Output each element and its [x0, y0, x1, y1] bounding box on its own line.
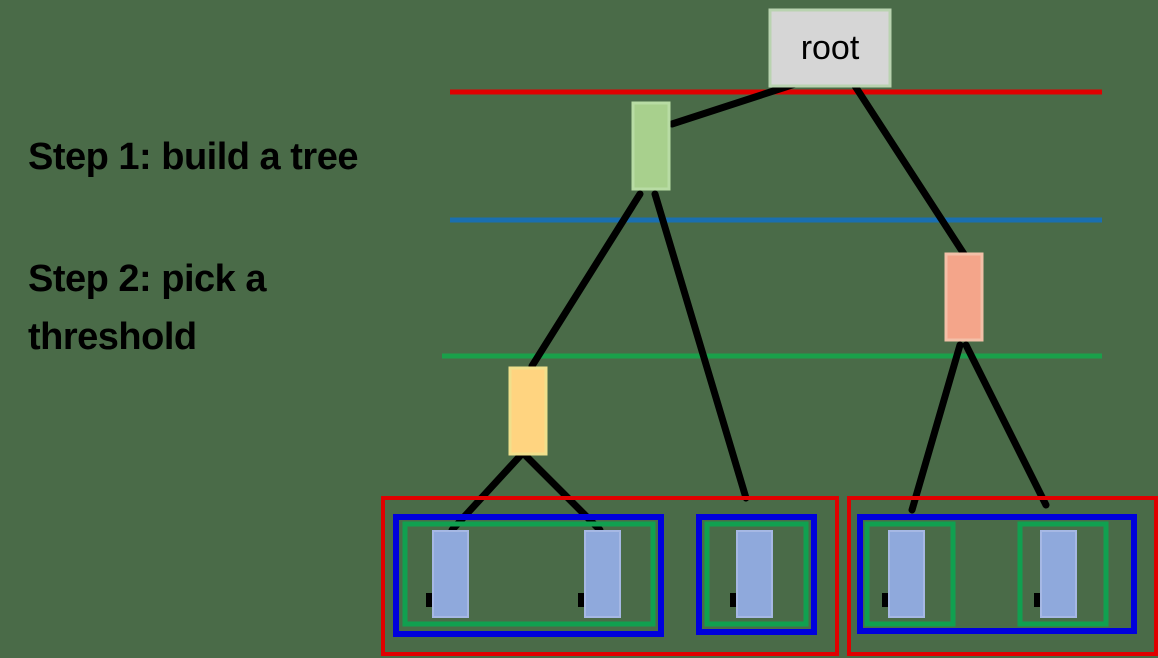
leaf-node-5[interactable] — [1040, 530, 1077, 618]
cluster-green-3 — [864, 521, 956, 627]
step-2-label: Step 2: pick a threshold — [28, 258, 266, 358]
leaf-node-3[interactable] — [736, 530, 773, 618]
node-orange[interactable] — [508, 366, 548, 456]
leaf-marker-3 — [730, 593, 736, 607]
leaf-marker-1 — [426, 593, 432, 607]
step-1-label: Step 1: build a tree — [28, 136, 358, 178]
edge-green-to-orange — [528, 190, 644, 370]
leaf-marker-2 — [578, 593, 584, 607]
edge-root-to-green — [668, 80, 799, 128]
cluster-blue-2 — [696, 514, 817, 635]
leaf-node-2[interactable] — [584, 530, 621, 618]
edge-root-to-salmon — [851, 82, 968, 258]
leaf-markers — [426, 593, 1040, 607]
edge-green-to-leaf3 — [651, 190, 750, 502]
cluster-red-left — [381, 496, 839, 656]
leaf-marker-4 — [882, 593, 888, 607]
leaf-nodes — [432, 530, 1077, 618]
cluster-green-4 — [1017, 521, 1109, 627]
cluster-blue-3 — [857, 514, 1137, 634]
edge-salmon-to-leaf4 — [908, 341, 964, 514]
cluster-red-right — [847, 496, 1158, 656]
leaf-node-1[interactable] — [432, 530, 469, 618]
node-green[interactable] — [631, 101, 671, 191]
tree-edges — [448, 80, 1050, 534]
node-salmon[interactable] — [944, 252, 984, 342]
cluster-green-2 — [704, 521, 809, 627]
cluster-blue-1 — [393, 514, 664, 637]
edge-salmon-to-leaf5 — [962, 341, 1050, 509]
leaf-marker-5 — [1034, 593, 1040, 607]
cluster-green-1 — [402, 521, 656, 627]
root-label: root — [801, 29, 860, 67]
leaf-node-4[interactable] — [888, 530, 925, 618]
root-node[interactable] — [768, 8, 892, 88]
